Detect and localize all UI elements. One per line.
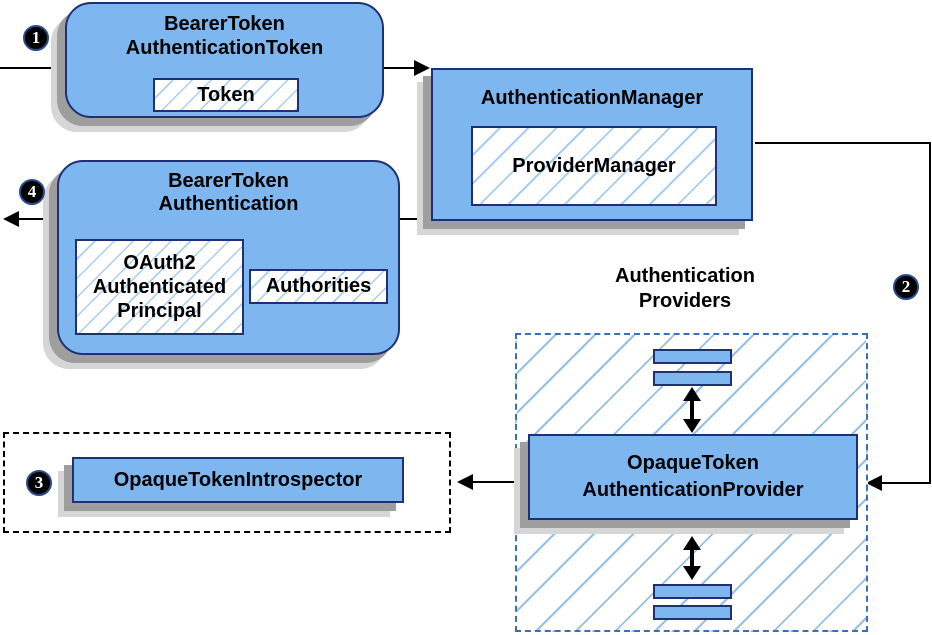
authentication-manager-box: AuthenticationManager ProviderManager [431, 68, 753, 221]
provider-stack-bar [653, 605, 732, 620]
opaque-token-introspector-box: OpaqueTokenIntrospector [72, 457, 404, 503]
provider-stack-bar [653, 349, 732, 364]
arrow-down-icon [683, 566, 701, 580]
step1-incoming-line [0, 67, 65, 69]
opaque-token-introspector-region [3, 432, 451, 533]
step3-arrowhead-icon [457, 474, 473, 490]
arrow-down-icon [683, 419, 701, 433]
provider-stack-bar [653, 584, 732, 599]
double-arrow-icon [681, 536, 703, 580]
step3-arrow-line [473, 481, 528, 483]
bearer-token-authentication-token-box: BearerToken AuthenticationToken Token [65, 2, 384, 118]
arrow-up-icon [683, 387, 701, 401]
authorities-box: Authorities [249, 269, 388, 304]
authentication-manager-title: AuthenticationManager [480, 87, 704, 109]
step4-line-left [19, 218, 58, 220]
step-2-badge: 2 [893, 274, 919, 300]
authentication-providers-label: Authentication Providers [615, 265, 755, 312]
step2-line-top [755, 142, 931, 144]
bearer-token-authentication-box: BearerToken Authentication OAuth2 Authen… [57, 160, 400, 355]
step2-line-bottom [882, 482, 931, 484]
arrow-up-icon [683, 536, 701, 550]
step-1-badge: 1 [23, 25, 49, 51]
bearer-token-authentication-title: BearerToken Authentication [158, 170, 299, 215]
step1-arrowhead-icon [414, 60, 430, 76]
step2-arrowhead-icon [866, 475, 882, 491]
step4-line-right [400, 218, 431, 220]
bearer-token-authentication-token-title: BearerToken AuthenticationToken [125, 13, 324, 59]
opaque-token-authentication-provider-box: OpaqueToken AuthenticationProvider [528, 434, 858, 520]
step1-arrow-line [384, 67, 415, 69]
step2-line-right [929, 142, 931, 484]
oauth2-authenticated-principal-box: OAuth2 Authenticated Principal [75, 239, 244, 335]
provider-manager-box: ProviderManager [471, 126, 717, 206]
authentication-providers-region: OpaqueToken AuthenticationProvider [515, 333, 868, 632]
token-box: Token [153, 78, 299, 112]
step-3-badge: 3 [26, 470, 52, 496]
double-arrow-icon [681, 387, 703, 433]
step-4-badge: 4 [19, 179, 45, 205]
step4-arrowhead-icon [3, 211, 19, 227]
provider-stack-bar [653, 371, 732, 386]
